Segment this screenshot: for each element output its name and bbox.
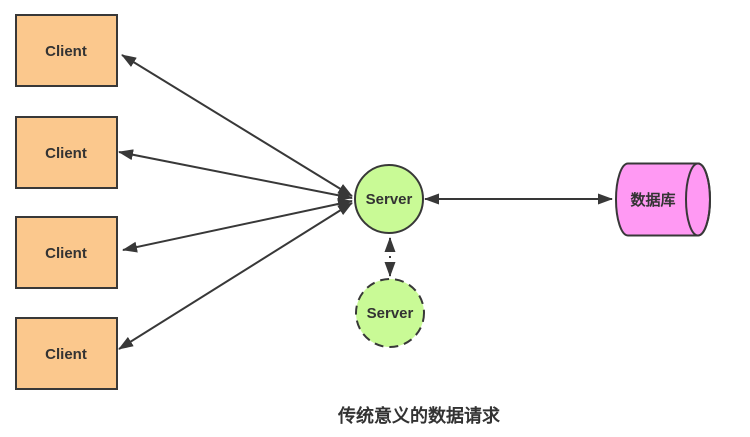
database-label: 数据库 [630,191,675,209]
client-label: Client [45,43,87,60]
client-label: Client [45,245,87,262]
client-box-2: Client [15,116,118,189]
client-rect [15,317,118,390]
server-replica-node: Server [355,278,425,348]
server-replica-label: Server [367,305,414,322]
client4-server-arrow [118,202,353,350]
client-box-4: Client [15,317,118,390]
client-rect [15,116,118,189]
server-circle [354,164,424,234]
client-label: Client [45,346,87,363]
client-rect [15,216,118,289]
server-node: Server [354,164,424,234]
server-label: Server [366,191,413,208]
database-node: 数据库 [615,162,711,237]
client-box-3: Client [15,216,118,289]
diagram-caption: 传统意义的数据请求 [338,406,500,426]
client-box-1: Client [15,14,118,87]
database-cylinder-rim [685,162,711,237]
client2-server-arrow [118,149,353,201]
client-label: Client [45,145,87,162]
server-replica-circle [355,278,425,348]
client-rect [15,14,118,87]
